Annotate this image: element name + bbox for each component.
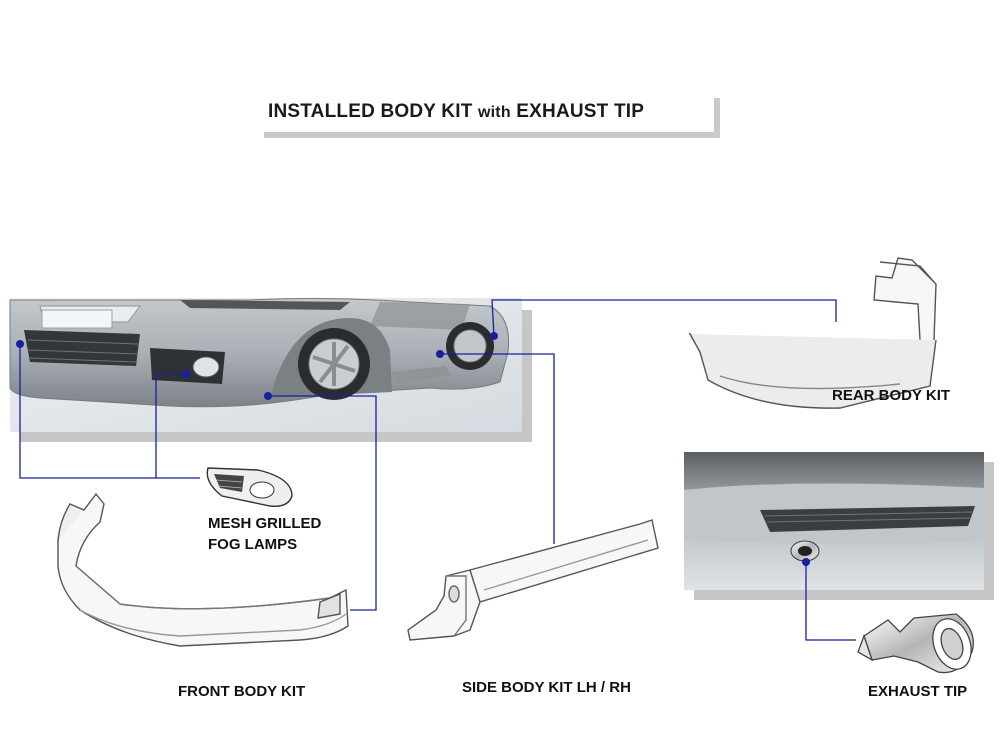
exhaust-tip-opening — [798, 546, 812, 556]
rear-diffuser-mesh-lines — [764, 511, 973, 523]
dot-rear — [490, 332, 498, 340]
label-exhaust-tip: EXHAUST TIP — [868, 683, 968, 700]
label-front-body-kit: FRONT BODY KIT — [178, 683, 306, 700]
side-skirt — [392, 366, 450, 384]
dot-fog — [182, 370, 190, 378]
title-part-1: INSTALLED BODY KIT — [268, 101, 473, 122]
rear-exhaust-photo — [684, 452, 994, 600]
leader-line-rear — [491, 299, 837, 337]
label-fog-lamps: FOG LAMPS — [208, 536, 298, 553]
side-window — [370, 302, 470, 330]
dot-exhaust — [802, 558, 810, 566]
title-box: INSTALLED BODY KIT with EXHAUST TIP — [258, 92, 714, 132]
rear-wheel-rim — [453, 329, 487, 363]
license-plate — [41, 309, 113, 329]
fog-lamp-cover-part — [206, 467, 293, 507]
exhaust-tip-part — [857, 613, 974, 674]
label-side-body-kit: SIDE BODY KIT LH / RH — [462, 679, 631, 696]
label-rear-body-kit: REAR BODY KIT — [832, 387, 951, 404]
leader-line-fog-left — [19, 344, 200, 479]
windshield — [180, 300, 350, 310]
bumper-intake — [24, 330, 140, 366]
leader-line-front — [268, 395, 377, 611]
dot-side — [436, 350, 444, 358]
front-wheel-spokes — [312, 342, 356, 386]
dot-bumper — [16, 340, 24, 348]
car-front-photo — [9, 297, 532, 442]
bumper-grille-mesh — [27, 339, 139, 363]
rear-body-kit-part — [688, 257, 937, 409]
title-part-3: EXHAUST TIP — [516, 101, 645, 122]
fog-lamp — [192, 356, 220, 378]
dot-front — [264, 392, 272, 400]
leader-dots — [16, 332, 810, 566]
leader-line-fog-right — [155, 373, 186, 478]
front-body-kit-part — [57, 492, 349, 647]
leader-lines — [19, 299, 856, 641]
leader-line-side — [440, 353, 555, 544]
side-body-kit-part — [407, 519, 659, 641]
label-mesh-grilled: MESH GRILLED — [208, 515, 322, 532]
title-part-2: with — [478, 104, 511, 121]
page-title: INSTALLED BODY KIT with EXHAUST TIP — [268, 101, 644, 123]
leader-line-exhaust — [805, 562, 856, 641]
